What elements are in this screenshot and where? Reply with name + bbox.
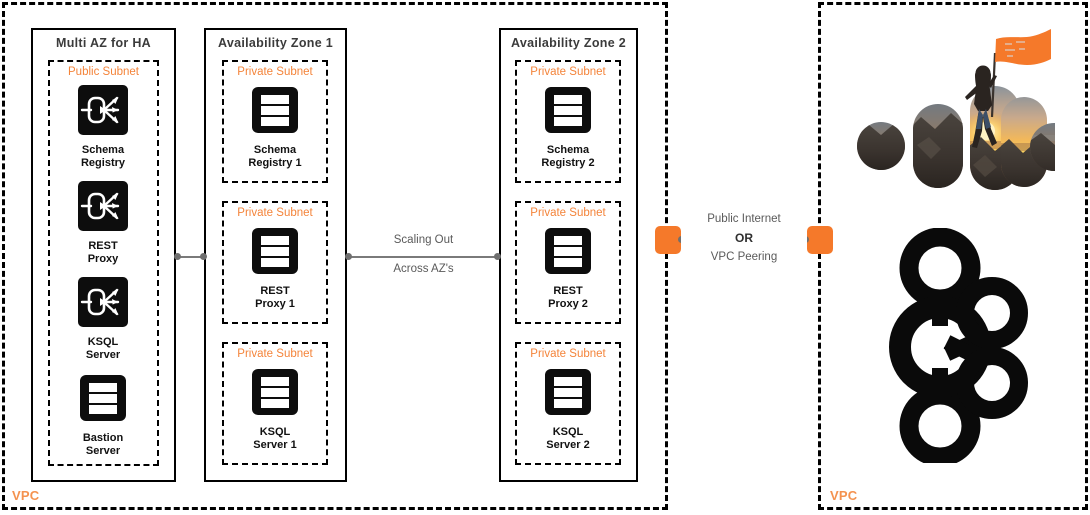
node-rest-proxy[interactable]: REST Proxy: [63, 181, 143, 266]
peering-or-label: OR: [681, 231, 807, 245]
zone-az-1-title: Availability Zone 1: [218, 36, 333, 50]
node-schema-registry-1-caption: Schema Registry 1: [248, 144, 302, 169]
node-ksql-server-1[interactable]: KSQL Server 1: [235, 367, 315, 452]
left-vpc-gateway[interactable]: [655, 226, 681, 254]
kafka-stream-icon: [78, 181, 128, 236]
server-stack-icon: [250, 85, 300, 140]
node-ksql-server-caption: KSQL Server: [85, 336, 121, 361]
zone-az-2-title: Availability Zone 2: [511, 36, 626, 50]
node-schema-registry-caption: Schema Registry: [80, 144, 126, 169]
node-schema-registry-2[interactable]: Schema Registry 2: [528, 85, 608, 170]
confluent-photo-logo: [855, 25, 1078, 190]
node-schema-registry-2-caption: Schema Registry 2: [541, 144, 595, 169]
server-stack-icon: [78, 277, 128, 332]
connector-az1-az2: [348, 256, 499, 258]
az1-rp-subnet-label: Private Subnet: [237, 207, 313, 219]
node-rest-proxy-1-caption: REST Proxy 1: [255, 285, 295, 310]
az1-ksql-subnet-label: Private Subnet: [237, 348, 313, 360]
az2-sr-subnet-label: Private Subnet: [530, 66, 606, 78]
node-ksql-server-2[interactable]: KSQL Server 2: [528, 367, 608, 452]
node-ksql-server-2-caption: KSQL Server 2: [546, 426, 590, 451]
zone-multi-az-title: Multi AZ for HA: [56, 36, 151, 50]
node-rest-proxy-2-caption: REST Proxy 2: [548, 285, 588, 310]
kafka-stream-icon: [78, 85, 128, 140]
node-bastion-server[interactable]: Bastion Server: [63, 373, 143, 458]
node-rest-proxy-caption: REST Proxy: [87, 240, 119, 265]
node-rest-proxy-1[interactable]: REST Proxy 1: [235, 226, 315, 311]
server-stack-icon: [543, 367, 593, 422]
node-bastion-server-caption: Bastion Server: [82, 432, 124, 457]
public-subnet-label: Public Subnet: [68, 66, 139, 78]
left-vpc-label: VPC: [12, 488, 40, 503]
scaling-out-label: Scaling Out: [393, 234, 454, 246]
server-stack-icon: [543, 85, 593, 140]
right-vpc-gateway[interactable]: [807, 226, 833, 254]
node-rest-proxy-2[interactable]: REST Proxy 2: [528, 226, 608, 311]
server-stack-icon: [78, 373, 128, 428]
node-ksql-server-1-caption: KSQL Server 1: [253, 426, 297, 451]
node-ksql-server[interactable]: KSQL Server: [63, 277, 143, 362]
connector-multiaz-az1: [177, 256, 204, 258]
server-stack-icon: [250, 226, 300, 281]
az2-ksql-subnet-label: Private Subnet: [530, 348, 606, 360]
vpc-peering-label: VPC Peering: [710, 251, 778, 263]
across-azs-label: Across AZ's: [393, 263, 454, 275]
az2-ksql-subnet: Private Subnet: [515, 342, 621, 465]
connector-multiaz-az1-dot-left: [174, 253, 181, 260]
left-vpc-boundary: [2, 2, 668, 510]
az2-rp-subnet-label: Private Subnet: [530, 207, 606, 219]
right-vpc-boundary: [818, 2, 1088, 510]
server-stack-icon: [250, 367, 300, 422]
connector-multiaz-az1-dot-right: [200, 253, 207, 260]
node-schema-registry[interactable]: Schema Registry: [63, 85, 143, 170]
connector-az1-az2-dot-left: [345, 253, 352, 260]
connector-az1-az2-dot-right: [494, 253, 501, 260]
public-internet-label: Public Internet: [707, 213, 781, 225]
apache-kafka-logo: [885, 227, 1030, 467]
node-schema-registry-1[interactable]: Schema Registry 1: [235, 85, 315, 170]
right-vpc-label: VPC: [830, 488, 858, 503]
server-stack-icon: [543, 226, 593, 281]
az1-sr-subnet-label: Private Subnet: [237, 66, 313, 78]
